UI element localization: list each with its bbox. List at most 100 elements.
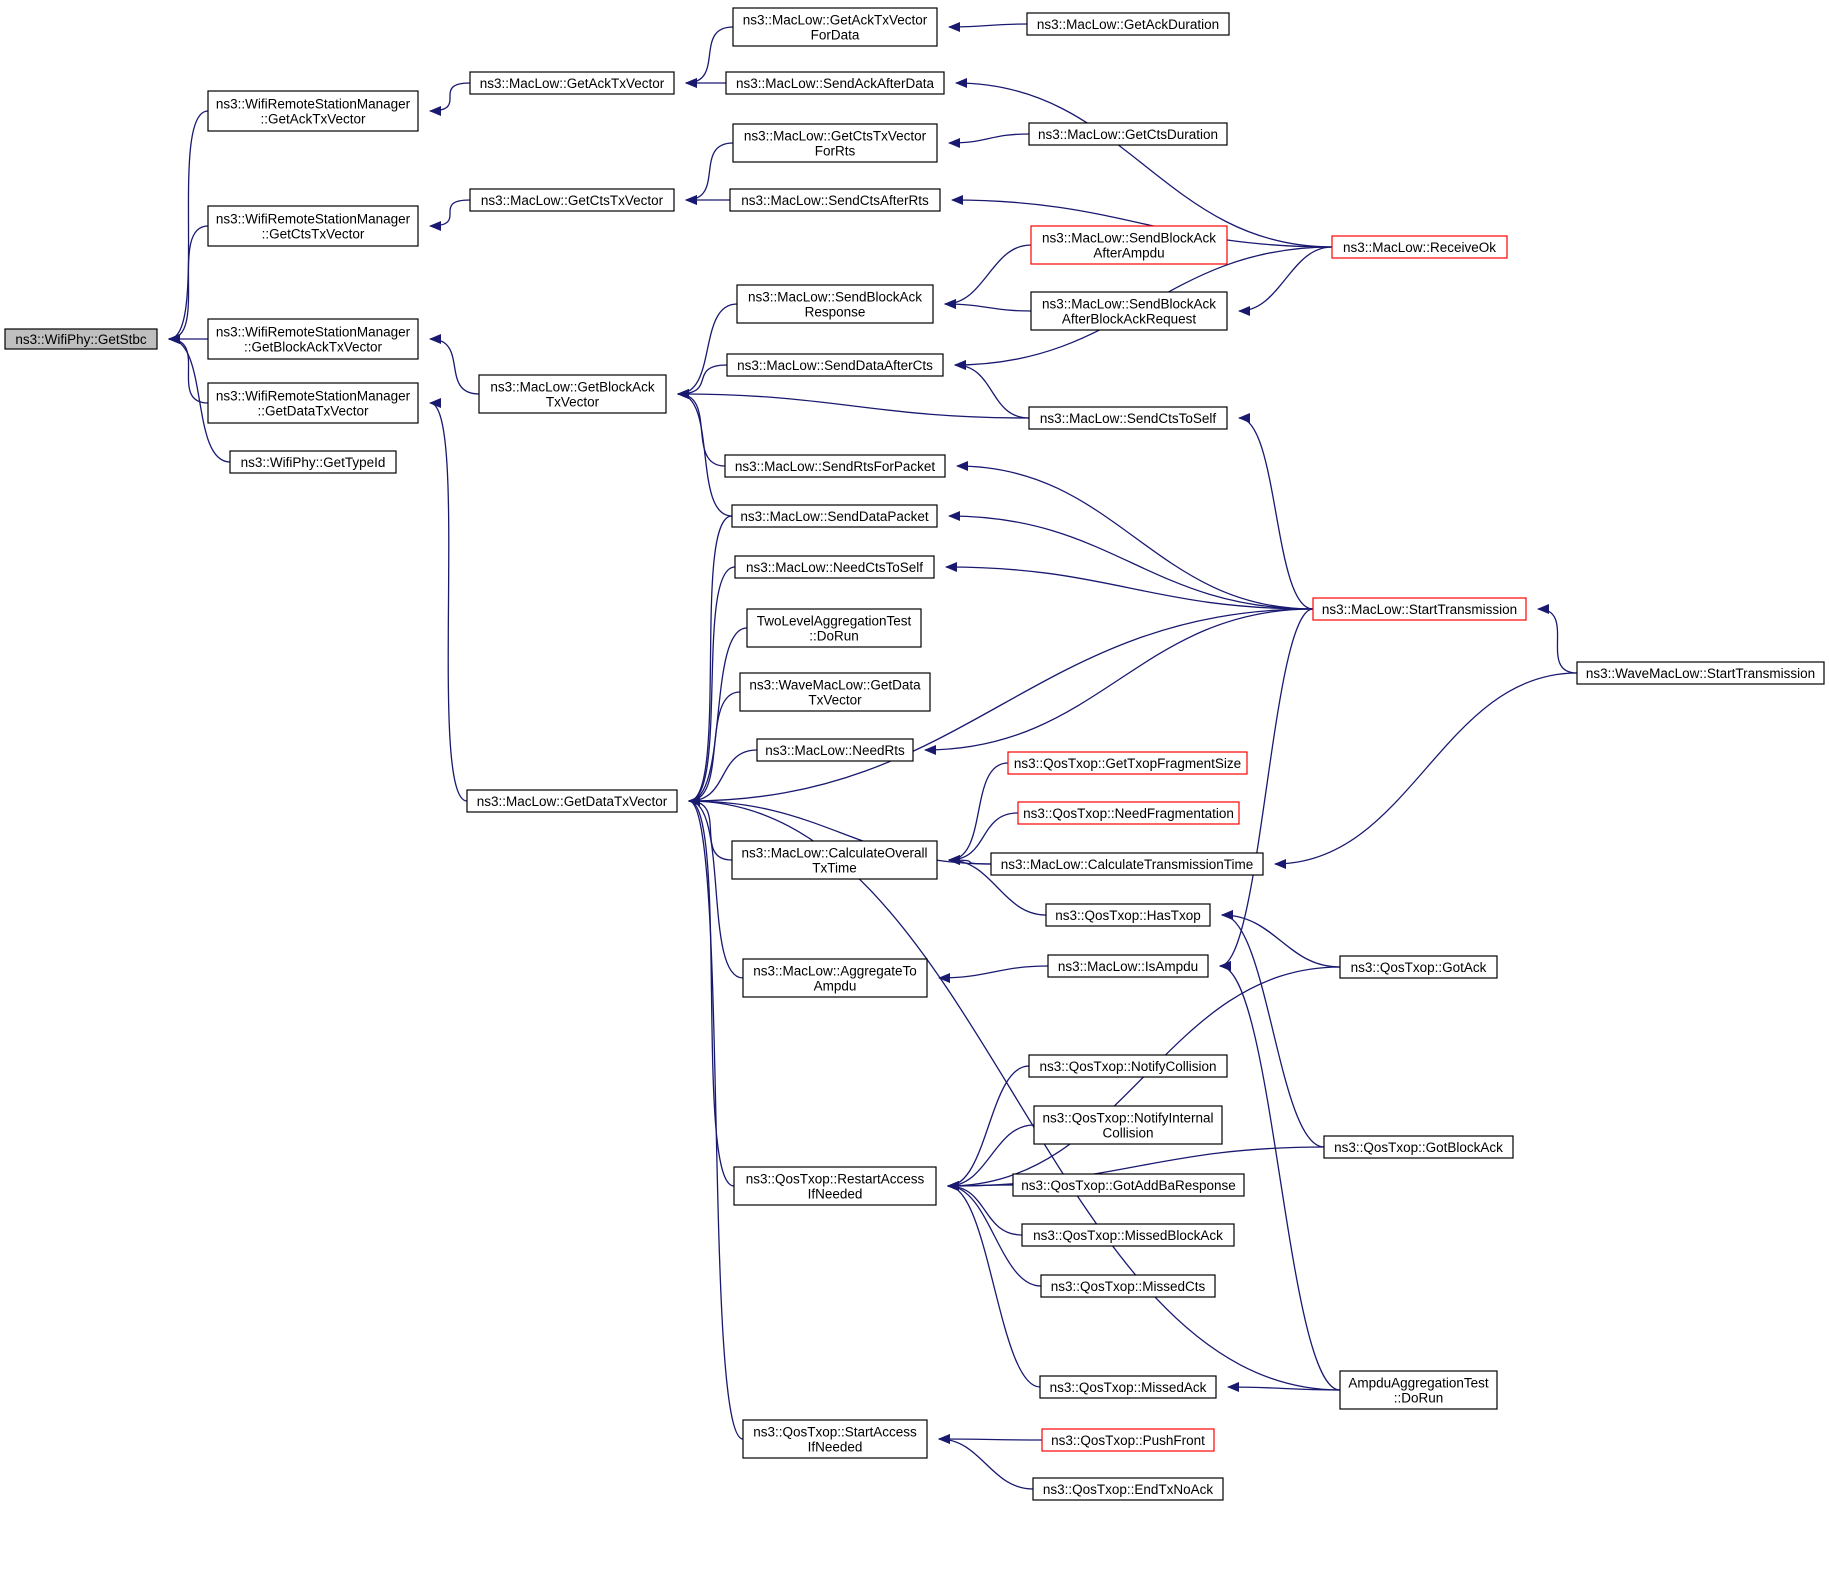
- node-box-qt_hastxop: [1045, 903, 1211, 927]
- node-qt_gotack[interactable]: ns3::QosTxop::GotAck: [1339, 955, 1498, 979]
- edge-qt_restartaccess-to-qt_notifycollision: [947, 1065, 1030, 1191]
- node-box-qt_needfrag: [1017, 801, 1240, 825]
- node-label-ml_senddatapacket-0: ns3::MacLow::SendDataPacket: [740, 509, 929, 524]
- node-qt_endtxnoack[interactable]: ns3::QosTxop::EndTxNoAck: [1032, 1477, 1224, 1501]
- node-qt_gotblockack[interactable]: ns3::QosTxop::GotBlockAck: [1323, 1135, 1514, 1159]
- node-label-ml_starttx-0: ns3::MacLow::StartTransmission: [1322, 602, 1517, 617]
- node-label-ml_aggregatetoampdu-0: ns3::MacLow::AggregateTo: [753, 964, 917, 979]
- node-ml_sendctsafterrts[interactable]: ns3::MacLow::SendCtsAfterRts: [729, 188, 941, 212]
- node-ml_getdatatx[interactable]: ns3::MacLow::GetDataTxVector: [466, 789, 678, 813]
- node-ml_getctsduration[interactable]: ns3::MacLow::GetCtsDuration: [1028, 122, 1228, 146]
- node-wml_starttx[interactable]: ns3::WaveMacLow::StartTransmission: [1576, 661, 1825, 685]
- node-box-ml_receiveok: [1331, 235, 1508, 259]
- node-label-ml_getctstxforrts-1: ForRts: [815, 144, 856, 159]
- edge-ml_sendackafterdata-to-ml_receiveok: [955, 78, 1333, 248]
- node-ml_sendackafterdata[interactable]: ns3::MacLow::SendAckAfterData: [725, 71, 945, 95]
- node-qt_gettxopfrag[interactable]: ns3::QosTxop::GetTxopFragmentSize: [1007, 751, 1248, 775]
- node-ml_getacktx[interactable]: ns3::MacLow::GetAckTxVector: [469, 71, 675, 95]
- node-box-wrsm_getacktx: [207, 90, 419, 132]
- node-ml_calctranstime[interactable]: ns3::MacLow::CalculateTransmissionTime: [990, 852, 1264, 876]
- node-label-ml_calctranstime-0: ns3::MacLow::CalculateTransmissionTime: [1001, 857, 1254, 872]
- edge-ml_needrts-to-ml_starttx: [924, 608, 1314, 755]
- node-qt_pushfront[interactable]: ns3::QosTxop::PushFront: [1041, 1428, 1215, 1452]
- node-label-qt_gotack-0: ns3::QosTxop::GotAck: [1351, 960, 1487, 975]
- node-ml_getctstx[interactable]: ns3::MacLow::GetCtsTxVector: [469, 188, 675, 212]
- node-label-ml_getacktx-0: ns3::MacLow::GetAckTxVector: [480, 76, 665, 91]
- node-aat_dorun[interactable]: AmpduAggregationTest::DoRun: [1339, 1370, 1498, 1410]
- node-label-wml_getdatatx-0: ns3::WaveMacLow::GetData: [749, 678, 921, 693]
- node-ml_senddataaftercts[interactable]: ns3::MacLow::SendDataAfterCts: [726, 353, 944, 377]
- edge-ml_aggregatetoampdu-to-ml_isampdu: [938, 965, 1049, 983]
- edge-getstbc-to-wrsm_getdatatx: [168, 334, 209, 404]
- node-label-aat_dorun-0: AmpduAggregationTest: [1348, 1376, 1489, 1391]
- edge-ml_sendbaresponse-to-ml_sendbaafterampdu: [944, 244, 1032, 309]
- node-ml_getbatx[interactable]: ns3::MacLow::GetBlockAckTxVector: [478, 374, 667, 414]
- node-label-ml_aggregatetoampdu-1: Ampdu: [814, 979, 857, 994]
- node-qt_hastxop[interactable]: ns3::QosTxop::HasTxop: [1045, 903, 1211, 927]
- node-label-tla_dorun-0: TwoLevelAggregationTest: [757, 614, 912, 629]
- node-label-ml_senddataaftercts-0: ns3::MacLow::SendDataAfterCts: [737, 358, 933, 373]
- node-label-getstbc-0: ns3::WifiPhy::GetStbc: [15, 332, 147, 347]
- node-box-qt_missedblockack: [1021, 1223, 1235, 1247]
- node-getstbc[interactable]: ns3::WifiPhy::GetStbc: [4, 328, 158, 350]
- node-ml_getackduration[interactable]: ns3::MacLow::GetAckDuration: [1026, 12, 1230, 36]
- node-box-wifiphy_gettypeid: [229, 450, 397, 474]
- edge-ml_calcoverall-to-qt_needfrag: [948, 812, 1019, 865]
- node-box-wrsm_getctstx: [207, 205, 419, 247]
- node-ml_receiveok[interactable]: ns3::MacLow::ReceiveOk: [1331, 235, 1508, 259]
- node-label-ml_sendrtsforpacket-0: ns3::MacLow::SendRtsForPacket: [735, 459, 936, 474]
- node-label-qt_needfrag-0: ns3::QosTxop::NeedFragmentation: [1023, 806, 1234, 821]
- node-label-ml_sendbaafterampdu-0: ns3::MacLow::SendBlockAck: [1042, 231, 1216, 246]
- node-box-qt_gotack: [1339, 955, 1498, 979]
- node-qt_gotaddba[interactable]: ns3::QosTxop::GotAddBaResponse: [1012, 1173, 1245, 1197]
- node-wrsm_getacktx[interactable]: ns3::WifiRemoteStationManager::GetAckTxV…: [207, 90, 419, 132]
- node-box-ml_sendbaafterampdu: [1030, 225, 1228, 265]
- node-label-ml_sendbaresponse-1: Response: [805, 305, 866, 320]
- edge-ml_sendctstoself-to-ml_starttx: [1238, 413, 1314, 610]
- node-wrsm_getctstx[interactable]: ns3::WifiRemoteStationManager::GetCtsTxV…: [207, 205, 419, 247]
- node-wrsm_getdatatx[interactable]: ns3::WifiRemoteStationManager::GetDataTx…: [207, 382, 419, 424]
- node-ml_sendctstoself[interactable]: ns3::MacLow::SendCtsToSelf: [1028, 406, 1228, 430]
- edge-ml_getdatatx-to-aat_dorun: [688, 796, 1341, 1391]
- node-box-ml_senddatapacket: [731, 504, 938, 528]
- node-wrsm_getbatx[interactable]: ns3::WifiRemoteStationManager::GetBlockA…: [207, 318, 419, 360]
- edge-qt_restartaccess-to-qt_missedcts: [947, 1181, 1042, 1287]
- node-label-ml_isampdu-0: ns3::MacLow::IsAmpdu: [1058, 959, 1198, 974]
- node-box-ml_calcoverall: [731, 840, 938, 880]
- edge-ml_senddataaftercts-to-ml_sendctstoself: [954, 360, 1030, 419]
- edge-ml_getdatatx-to-qt_startaccess: [688, 796, 744, 1440]
- node-qt_missedack[interactable]: ns3::QosTxop::MissedAck: [1039, 1375, 1217, 1399]
- node-qt_missedblockack[interactable]: ns3::QosTxop::MissedBlockAck: [1021, 1223, 1235, 1247]
- node-label-ml_getacktxfordata-1: ForData: [811, 28, 860, 43]
- node-qt_notifycollision[interactable]: ns3::QosTxop::NotifyCollision: [1028, 1054, 1228, 1078]
- node-ml_sendbaafterbar[interactable]: ns3::MacLow::SendBlockAckAfterBlockAckRe…: [1030, 291, 1228, 331]
- node-wml_getdatatx[interactable]: ns3::WaveMacLow::GetDataTxVector: [739, 672, 931, 712]
- node-ml_needrts[interactable]: ns3::MacLow::NeedRts: [756, 738, 914, 762]
- node-ml_starttx[interactable]: ns3::MacLow::StartTransmission: [1312, 597, 1527, 621]
- edge-qt_startaccess-to-qt_pushfront: [938, 1434, 1043, 1445]
- node-qt_missedcts[interactable]: ns3::QosTxop::MissedCts: [1040, 1274, 1216, 1298]
- node-ml_needctstoself[interactable]: ns3::MacLow::NeedCtsToSelf: [734, 555, 935, 579]
- node-ml_senddatapacket[interactable]: ns3::MacLow::SendDataPacket: [731, 504, 938, 528]
- node-box-wml_starttx: [1576, 661, 1825, 685]
- edges-layer: [168, 21, 1578, 1490]
- node-tla_dorun[interactable]: TwoLevelAggregationTest::DoRun: [746, 608, 922, 648]
- edge-ml_getdatatx-to-ml_aggregatetoampdu: [688, 796, 744, 979]
- node-ml_sendrtsforpacket[interactable]: ns3::MacLow::SendRtsForPacket: [724, 454, 946, 478]
- node-wifiphy_gettypeid[interactable]: ns3::WifiPhy::GetTypeId: [229, 450, 397, 474]
- node-label-ml_sendbaafterbar-1: AfterBlockAckRequest: [1062, 312, 1197, 327]
- node-ml_isampdu[interactable]: ns3::MacLow::IsAmpdu: [1047, 954, 1209, 978]
- node-qt_needfrag[interactable]: ns3::QosTxop::NeedFragmentation: [1017, 801, 1240, 825]
- node-box-qt_gettxopfrag: [1007, 751, 1248, 775]
- node-box-qt_startaccess: [742, 1419, 928, 1459]
- edge-wrsm_getacktx-to-ml_getacktx: [429, 82, 471, 116]
